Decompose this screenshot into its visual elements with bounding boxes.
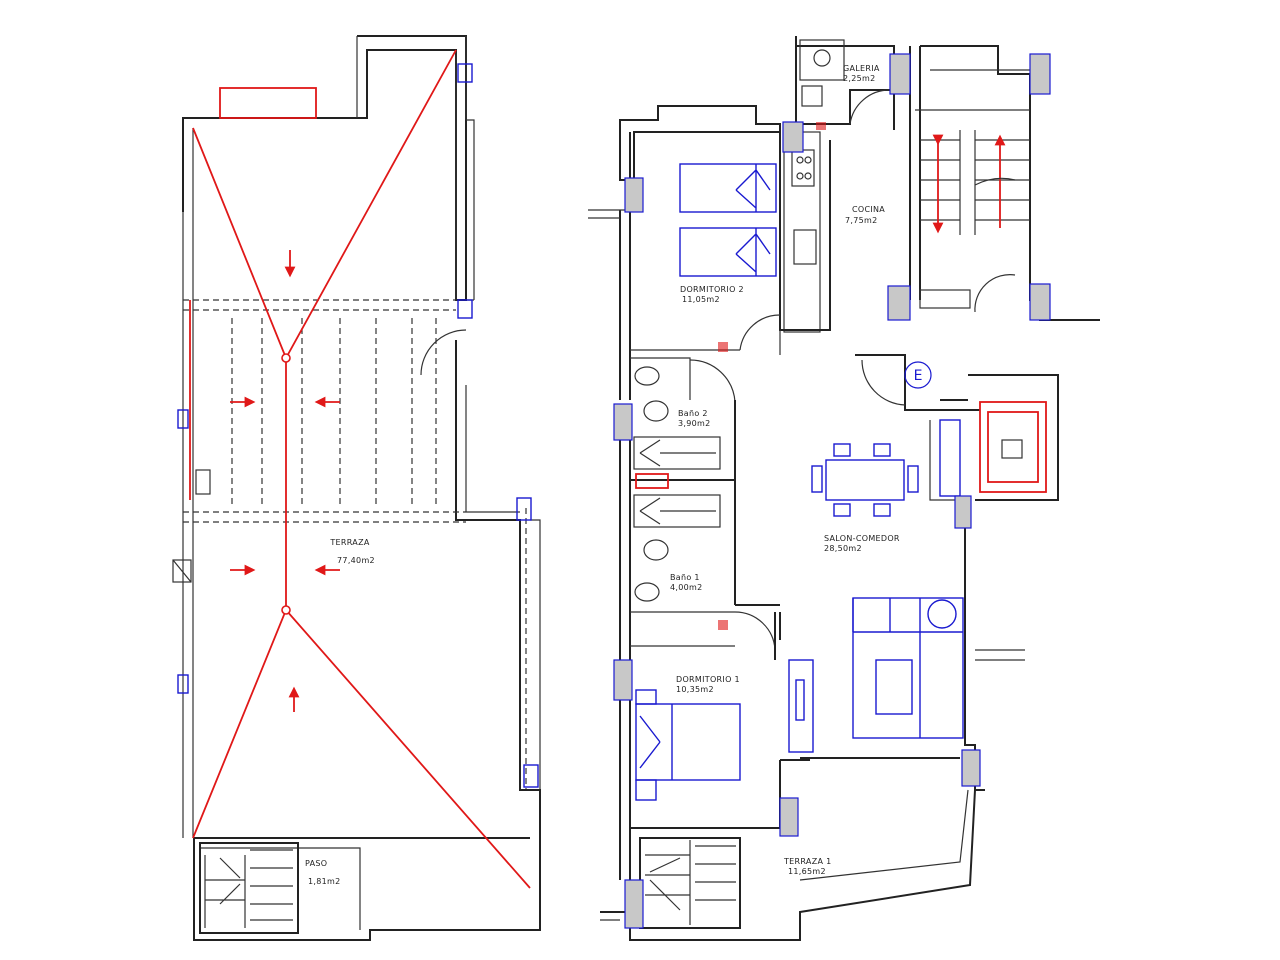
roof-terrace-plan: TERRAZA 77,40m2 PASO 1,81m2 xyxy=(172,35,541,941)
lamp xyxy=(927,599,957,629)
structural-columns xyxy=(613,53,1051,929)
bano2-name: Baño 2 xyxy=(678,409,708,418)
elevator xyxy=(979,401,1047,493)
dormitorio2-area: 11,05m2 xyxy=(682,295,720,304)
terraza-name: TERRAZA xyxy=(329,538,369,547)
paso-name: PASO xyxy=(305,859,327,868)
bano1-area: 4,00m2 xyxy=(670,583,703,592)
drain-point xyxy=(281,605,291,615)
coffee-table xyxy=(875,659,913,715)
terraza-area: 77,40m2 xyxy=(337,556,375,565)
salon-name: SALON-COMEDOR xyxy=(824,534,900,543)
sofa-set xyxy=(852,597,964,739)
dormitorio1-area: 10,35m2 xyxy=(676,685,714,694)
tv-unit xyxy=(788,659,814,753)
paso-area: 1,81m2 xyxy=(308,877,341,886)
bano2-area: 3,90m2 xyxy=(678,419,711,428)
dormitorio2-name: DORMITORIO 2 xyxy=(680,285,744,294)
dining-table xyxy=(825,459,905,501)
drainage-line xyxy=(192,49,531,889)
salon-area: 28,50m2 xyxy=(824,544,862,553)
galeria-area: 2,25m2 xyxy=(843,74,876,83)
downpipe-marker xyxy=(457,63,473,83)
terraza1-area: 11,65m2 xyxy=(788,867,826,876)
galeria-name: GALERIA xyxy=(843,64,880,73)
cocina-name: COCINA xyxy=(852,205,885,214)
cocina-area: 7,75m2 xyxy=(845,216,878,225)
staircase xyxy=(199,842,299,934)
chimney xyxy=(219,87,317,119)
terraza1-name: TERRAZA 1 xyxy=(783,857,832,866)
bed xyxy=(635,703,741,781)
bano1-name: Baño 1 xyxy=(670,573,700,582)
bed xyxy=(679,227,777,277)
dormitorio1-name: DORMITORIO 1 xyxy=(676,675,740,684)
entrance-marker xyxy=(904,361,932,389)
entrance-symbol: E xyxy=(914,368,923,384)
apartment-plan: E GALERIA 2,25m2 COCINA 7,75m2 DORMITORI… xyxy=(588,36,1100,941)
drain-point xyxy=(281,353,291,363)
bed xyxy=(679,163,777,213)
